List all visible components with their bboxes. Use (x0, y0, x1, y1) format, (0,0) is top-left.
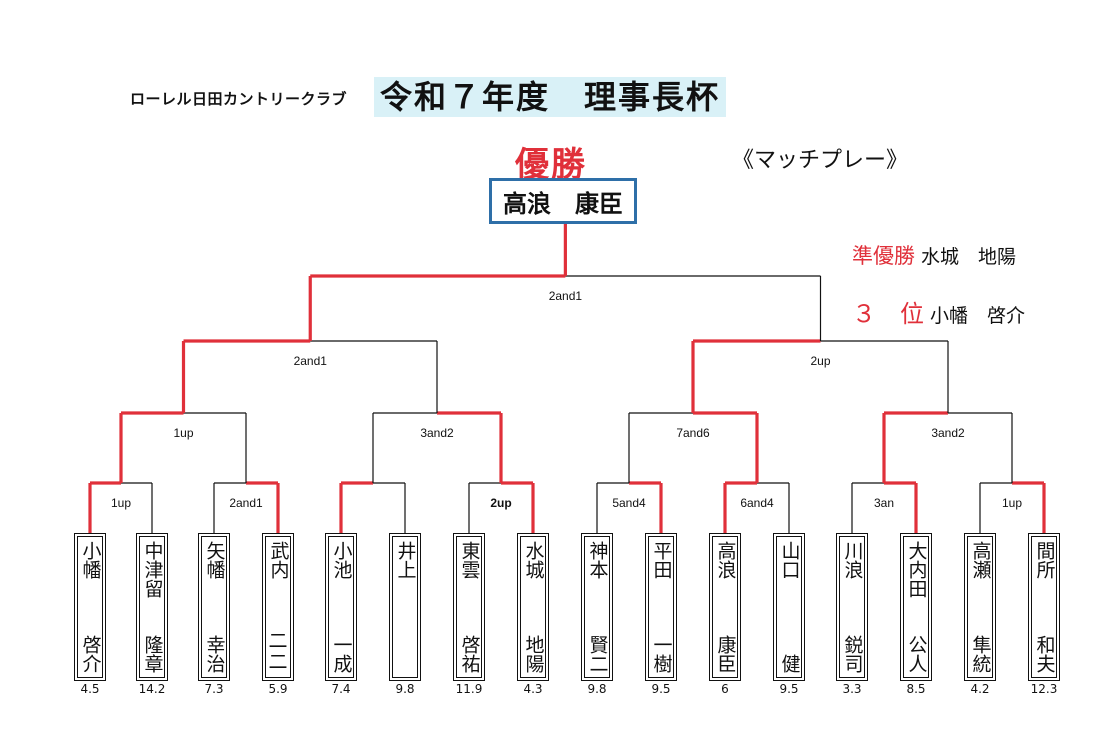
player-handicap: 11.9 (455, 682, 483, 696)
player-family-name: 神本 (586, 541, 609, 579)
match-score: 7and6 (676, 426, 710, 440)
match-score: 2and1 (549, 289, 583, 303)
player-card: 大内田公人 (900, 533, 932, 681)
player-card: 井上 (389, 533, 421, 681)
player-family-name: 矢幡 (203, 541, 226, 579)
player-family-name: 高浪 (714, 541, 737, 579)
player-handicap: 4.5 (80, 682, 100, 696)
player-handicap: 3.3 (842, 682, 862, 696)
runner-up-label: 準優勝 (852, 244, 915, 268)
player-family-name: 井上 (394, 541, 417, 579)
player-family-name: 山口 (778, 541, 801, 579)
match-score: 3and2 (931, 426, 965, 440)
player-given-name: 一樹 (650, 635, 673, 673)
match-score: 6and4 (740, 496, 774, 510)
player-card: 高浪康臣 (709, 533, 741, 681)
player-handicap: 5.9 (268, 682, 288, 696)
player-family-name: 高瀬 (969, 541, 992, 579)
player-card: 東雲啓祐 (453, 533, 485, 681)
club-name: ローレル日田カントリークラブ (130, 90, 348, 108)
third-place-name: 小幡 啓介 (924, 305, 1026, 327)
match-score: 3an (874, 496, 894, 510)
player-card: 矢幡幸治 (198, 533, 230, 681)
match-score: 2up (810, 354, 830, 368)
player-given-name: 康臣 (714, 635, 737, 673)
player-given-name: 啓祐 (458, 635, 481, 673)
match-score: 1up (1002, 496, 1022, 510)
player-family-name: 東雲 (458, 541, 481, 579)
player-family-name: 間所 (1033, 541, 1056, 579)
player-card: 間所和夫 (1028, 533, 1060, 681)
player-card: 神本賢二 (581, 533, 613, 681)
player-family-name: 小池 (330, 541, 353, 579)
player-handicap: 9.5 (651, 682, 671, 696)
player-handicap: 7.4 (331, 682, 351, 696)
player-given-name: 地陽 (522, 635, 545, 673)
player-handicap: 12.3 (1030, 682, 1058, 696)
player-handicap: 9.8 (587, 682, 607, 696)
player-family-name: 小幡 (79, 541, 102, 579)
player-card: 平田一樹 (645, 533, 677, 681)
player-given-name: 幸治 (203, 635, 226, 673)
match-score: 5and4 (612, 496, 646, 510)
player-given-name: 一成 (330, 635, 353, 673)
match-score: 1up (173, 426, 193, 440)
player-given-name: 隼統 (969, 635, 992, 673)
player-given-name: 啓介 (79, 635, 102, 673)
player-handicap: 14.2 (138, 682, 166, 696)
player-family-name: 水城 (522, 541, 545, 579)
match-score: 2and1 (229, 496, 263, 510)
player-card: 小幡啓介 (74, 533, 106, 681)
player-card: 小池一成 (325, 533, 357, 681)
player-given-name: 健 (778, 654, 801, 673)
player-card: 山口健 (773, 533, 805, 681)
player-family-name: 平田 (650, 541, 673, 579)
match-score: 2up (490, 496, 511, 510)
player-given-name: 公人 (905, 635, 928, 673)
runner-up-name: 水城 地陽 (915, 246, 1017, 268)
match-score: 2and1 (294, 354, 328, 368)
player-handicap: 4.3 (523, 682, 543, 696)
player-given-name: 二 二 (268, 630, 288, 673)
player-card: 中津留隆章 (136, 533, 168, 681)
player-handicap: 9.5 (779, 682, 799, 696)
player-handicap: 8.5 (906, 682, 926, 696)
third-place: ３ 位 小幡 啓介 (852, 294, 1025, 329)
player-given-name: 和夫 (1033, 635, 1056, 673)
player-family-name: 武内 (267, 541, 290, 579)
player-given-name: 隆章 (141, 635, 164, 673)
match-score: 3and2 (420, 426, 454, 440)
tournament-title: 令和７年度 理事長杯 (374, 77, 727, 117)
player-card: 水城地陽 (517, 533, 549, 681)
third-place-label: ３ 位 (852, 300, 924, 328)
player-handicap: 6 (721, 682, 729, 696)
player-handicap: 7.3 (204, 682, 224, 696)
runner-up: 準優勝 水城 地陽 (852, 240, 1016, 270)
player-card: 武内二 二 (262, 533, 294, 681)
match-score: 1up (111, 496, 131, 510)
match-format: 《マッチプレー》 (732, 148, 909, 173)
player-card: 川浪鋭司 (836, 533, 868, 681)
player-given-name: 鋭司 (841, 635, 864, 673)
player-given-name: 賢二 (586, 635, 609, 673)
player-handicap: 4.2 (970, 682, 990, 696)
player-family-name: 中津留 (141, 541, 164, 598)
champion-box: 高浪 康臣 (489, 178, 637, 224)
player-handicap: 9.8 (395, 682, 415, 696)
player-card: 高瀬隼統 (964, 533, 996, 681)
player-family-name: 大内田 (905, 541, 928, 598)
player-family-name: 川浪 (841, 541, 864, 579)
